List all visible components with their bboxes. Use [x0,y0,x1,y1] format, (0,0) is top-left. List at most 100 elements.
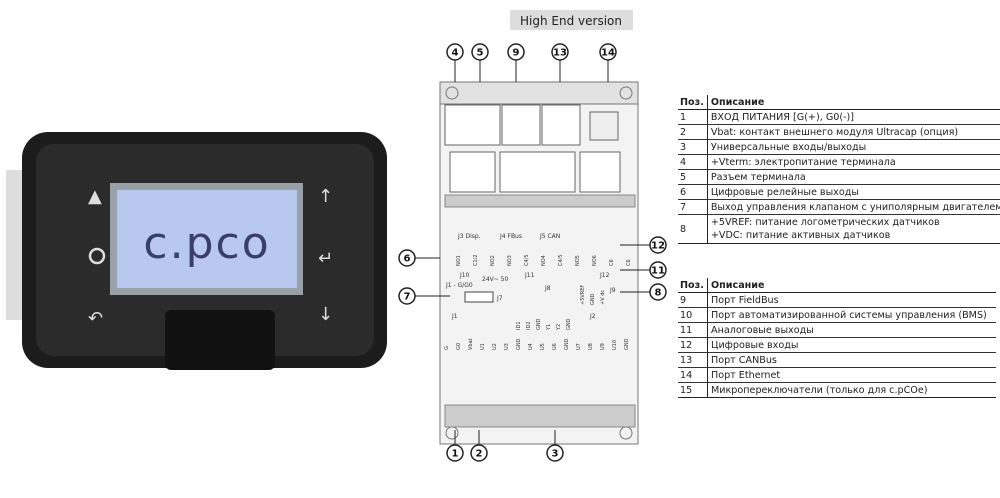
callout-circle [446,444,464,462]
pin-label: GND [566,318,572,330]
callout-number: 1 [452,449,459,460]
desc-header: Описание [707,95,1000,110]
connector-j5-terminal [444,104,501,146]
label-j1-power: J1 - G/G0 [445,282,473,289]
valve-connector [464,291,494,303]
pin-label: U10 [612,340,618,350]
pin-label: GND [624,338,630,350]
pin-label: C1/2 [473,254,479,266]
callout-circle [398,249,416,267]
pos-cell: 15 [678,382,708,398]
pos-cell: 4 [678,154,708,170]
alarm-icon[interactable]: ▲ [88,186,102,207]
pin-label: NO6 [592,255,598,266]
desc-header: Описание [707,278,996,293]
up-arrow-icon[interactable]: ↑ [318,186,333,207]
desc-cell: Аналоговые выходы [707,322,996,338]
callout-number: 14 [601,48,615,59]
escape-icon[interactable]: ↶ [88,308,103,329]
desc-cell: Порт Ethernet [707,367,996,383]
pin-label: +V dc [600,290,606,305]
callout-number: 7 [404,292,411,303]
pin-label: U4 [528,343,534,350]
desc-cell: Vbat: контакт внешнего модуля Ultracap (… [707,124,1000,140]
callout-number: 11 [651,266,665,277]
pos-cell: 1 [678,109,708,125]
label-supply: 24V~ 50 [482,276,508,283]
callout-circle [398,287,416,305]
enter-icon[interactable]: ↵ [318,248,333,269]
pin-label: GND [516,338,522,350]
callout-number: 5 [477,48,484,59]
prg-icon[interactable] [88,247,106,265]
pin-label: NO1 [456,255,462,266]
version-banner [510,10,633,30]
pos-cell: 8 [678,214,708,244]
pin-label: G [444,346,450,350]
desc-cell: Универсальные входы/выходы [707,139,1000,155]
callout-number: 3 [552,449,559,460]
callout-number: 13 [553,48,567,59]
label-j3: J3 Disp. [457,233,481,240]
desc-cell-2: +VDC: питание активных датчиков [710,230,891,241]
pin-label: U2 [492,343,498,350]
pin-label: C4/5 [558,254,564,266]
desc-cell: +Vterm: электропитание терминала [707,154,1000,170]
table-row: 8+5VREF: питание логометрических датчико… [678,214,1000,244]
pos-cell: 11 [678,322,708,338]
usb-cover [165,310,275,370]
terminal-photo: c.pco ▲ ↶ ↑ ↵ ↓ [6,132,387,370]
callout-circle [649,261,667,279]
desc-cell: Порт CANBus [707,352,996,368]
pin-label: GND [590,293,596,305]
desc-cell: Микропереключатели (только для c.pCOe) [707,382,996,398]
pin-label: C6 [609,259,615,266]
callout-circle [649,236,667,254]
pin-label: U5 [540,343,546,350]
pos-cell: 7 [678,199,708,215]
pin-label: U9 [600,343,606,350]
callout-circle [599,43,617,61]
callout-circle [471,43,489,61]
callout-circle [551,43,569,61]
pin-label: U7 [576,343,582,350]
pin-label: NO2 [490,255,496,266]
pin-label: GND [564,338,570,350]
desc-cell: ВХОД ПИТАНИЯ [G(+), G0(-)] [707,109,1000,125]
pos-cell: 14 [678,367,708,383]
desc-cell: Цифровые релейные выходы [707,184,1000,200]
pos-cell: 12 [678,337,708,353]
callout-number: 9 [513,48,520,59]
desc-cell: Порт автоматизированной системы управлен… [707,307,996,323]
label-j7: J7 [496,295,503,302]
callout-circle [507,43,525,61]
callout-number: 12 [651,241,665,252]
pos-cell: 3 [678,139,708,155]
label-j4: J4 FBus [499,233,522,240]
callout-number: 4 [452,48,459,59]
label-j1: J1 [451,313,458,320]
label-j8: J8 [544,285,551,292]
label-j2: J2 [589,313,596,320]
down-arrow-icon[interactable]: ↓ [318,304,333,325]
pin-label: NO3 [507,255,513,266]
pin-label: U1 [480,343,486,350]
table-row: 4+Vterm: электропитание терминала [678,154,1000,170]
pin-label: U8 [588,343,594,350]
pos-cell: 5 [678,169,708,185]
pos-header: Поз. [678,278,708,293]
pin-label: C6 [626,259,632,266]
